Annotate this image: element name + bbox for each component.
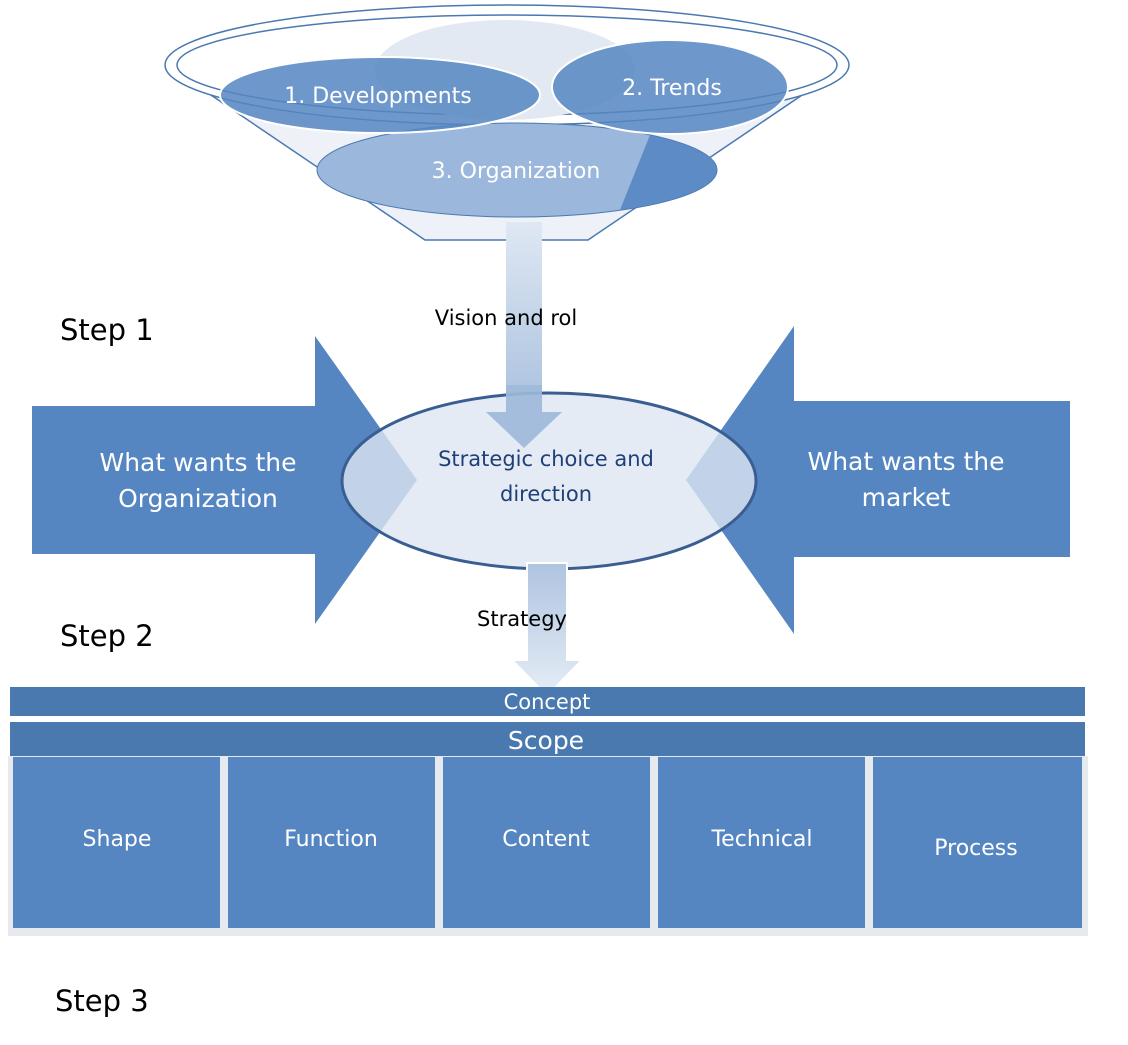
center-line2: direction (500, 482, 592, 506)
left-arrow-shape (32, 336, 417, 624)
vision-arrow-head-overlay (486, 385, 562, 448)
scope-bar: Scope (10, 722, 1085, 756)
left-arrow-line1: What wants the (99, 448, 296, 477)
strategy-arrow-shape (509, 562, 585, 698)
box-label-technical: Technical (710, 827, 812, 852)
box-shape (13, 757, 220, 928)
scope-label: Scope (508, 726, 584, 755)
right-arrow-line2: market (862, 483, 951, 512)
box-process (873, 757, 1082, 928)
concept-bar: Concept (10, 687, 1085, 716)
scope-bar-shape (10, 722, 1085, 756)
funnel-label-developments: 1. Developments (284, 84, 472, 109)
box-technical (658, 757, 865, 928)
strategy-arrow (509, 562, 585, 698)
vision-arrow-shape (486, 222, 562, 448)
funnel-label-organization: 3. Organization (432, 159, 601, 184)
right-arrow-shape (686, 326, 1070, 634)
strategy-label: Strategy (477, 607, 567, 631)
right-arrow-line1: What wants the (807, 447, 1004, 476)
left-arrow: What wants the Organization (32, 336, 417, 624)
step-2-label: Step 2 (60, 619, 154, 653)
left-arrow-line2: Organization (118, 484, 278, 513)
strategic-choice-ellipse: Strategic choice and direction (340, 385, 758, 571)
right-arrow: What wants the market (686, 326, 1070, 634)
vision-label: Vision and rol (435, 306, 577, 330)
box-content (443, 757, 650, 928)
vision-arrow (486, 222, 562, 448)
box-function (228, 757, 435, 928)
box-label-function: Function (284, 827, 378, 852)
box-label-content: Content (502, 827, 590, 852)
funnel-ellipse-trends (551, 39, 789, 135)
step-1-label: Step 1 (60, 313, 154, 347)
funnel-ellipse-organization-shade (620, 135, 717, 210)
box-label-shape: Shape (83, 827, 152, 852)
funnel-ellipse-developments (219, 56, 541, 134)
box-label-process: Process (934, 836, 1017, 861)
center-line1: Strategic choice and (438, 447, 654, 471)
concept-bar-shape (10, 687, 1085, 716)
funnel-label-trends: 2. Trends (622, 76, 722, 101)
concept-label: Concept (504, 690, 591, 714)
scope-boxes: Shape Function Content Technical Process (13, 757, 1082, 928)
funnel: 1. Developments 2. Trends 3. Organizatio… (164, 4, 850, 241)
step-3-label: Step 3 (55, 984, 149, 1018)
